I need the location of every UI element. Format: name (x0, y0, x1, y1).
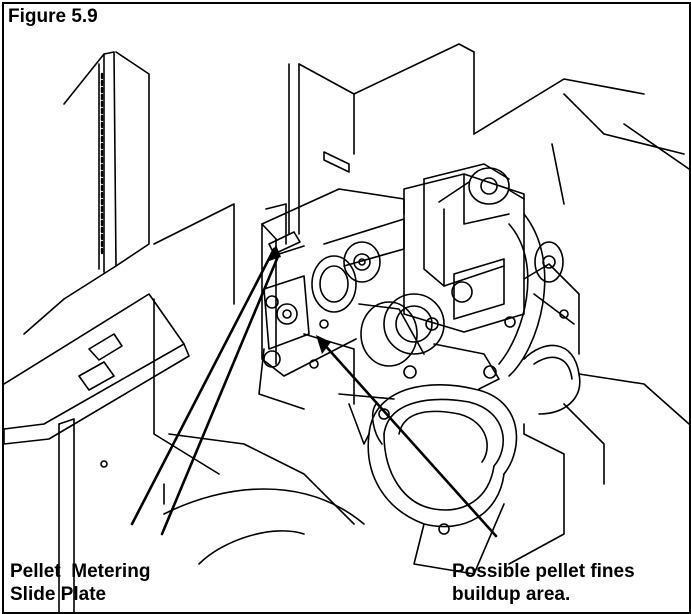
arrow-heads (266, 245, 331, 354)
callout-left-line2: Slide Plate (10, 584, 107, 605)
lower-assembly (58, 333, 565, 612)
round-duct (367, 384, 518, 575)
stove-mechanism-line-drawing (4, 43, 689, 612)
arrow-slide-plate-2 (160, 252, 281, 536)
left-cabinet-panel (23, 51, 150, 335)
arrowhead-slide-plate (266, 245, 281, 262)
arrow-slide-plate (130, 247, 276, 526)
callout-arrows (130, 247, 498, 538)
callout-right-line1: Possible pellet fines (452, 561, 635, 582)
left-ledge (4, 203, 235, 475)
arrowhead-fines-area (316, 335, 331, 354)
back-frame (288, 43, 689, 235)
auger-motor-assembly (311, 218, 445, 367)
slide-plate (263, 275, 329, 350)
callout-pellet-metering-slide-plate: Pellet Metering Slide Plate (10, 560, 150, 606)
callout-right-line2: buildup area. (452, 584, 571, 605)
exhaust-pipe-right (523, 344, 689, 485)
top-bracket (403, 163, 525, 333)
hoses (498, 213, 580, 377)
figure-label: Figure 5.9 (8, 6, 98, 27)
callout-pellet-fines-buildup: Possible pellet fines buildup area. (452, 560, 635, 606)
arrow-fines-area (320, 340, 498, 538)
callout-left-line1: Pellet Metering (10, 561, 151, 582)
